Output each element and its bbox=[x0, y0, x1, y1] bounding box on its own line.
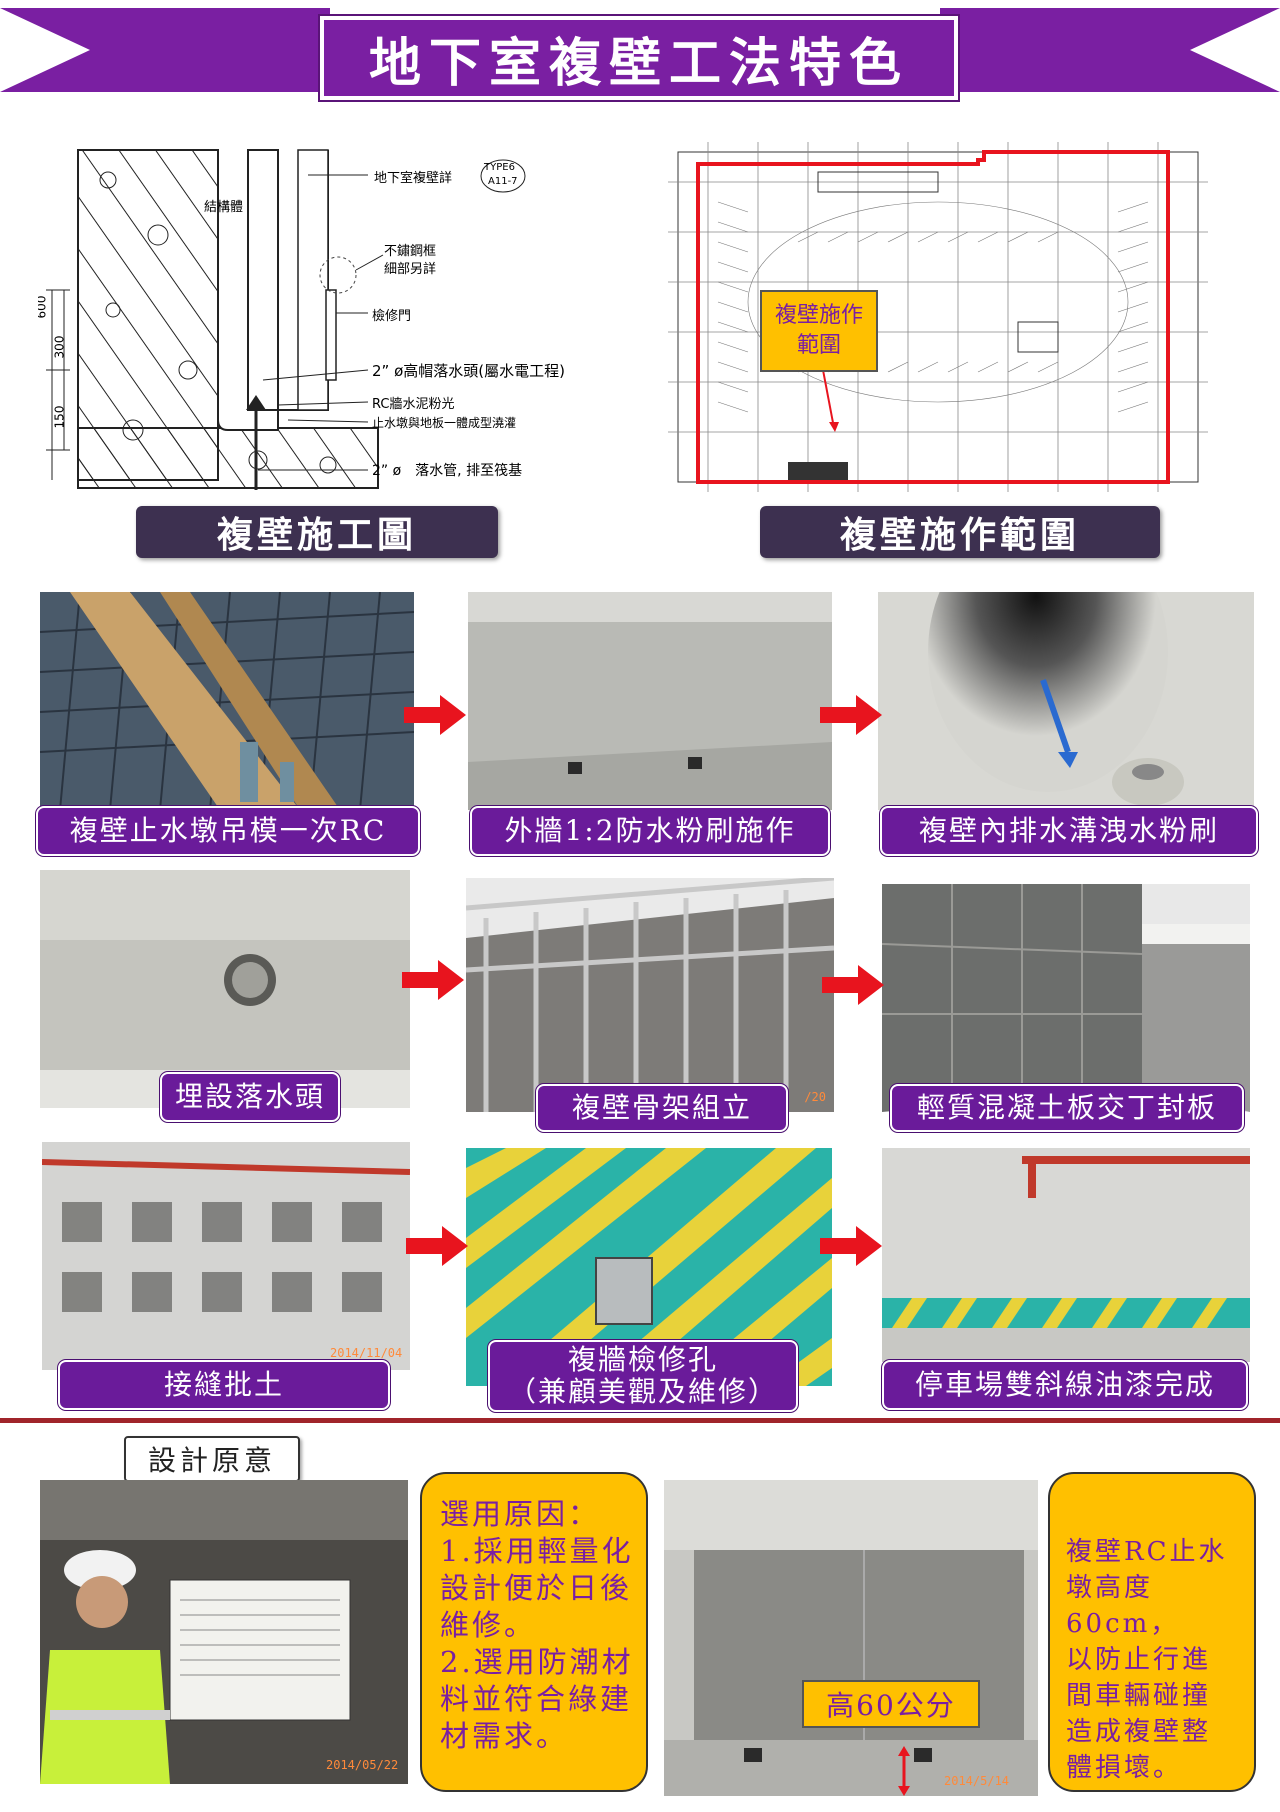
photo-step6 bbox=[882, 884, 1250, 1112]
reason-line-4: 2.選用防潮材 bbox=[440, 1645, 634, 1679]
caption-step8-line1: 複牆檢修孔 bbox=[567, 1343, 718, 1376]
reason-line-6: 材需求。 bbox=[440, 1719, 569, 1753]
caption-step5: 複壁骨架組立 bbox=[536, 1084, 788, 1132]
note-frame-detail: 細部另詳 bbox=[384, 262, 437, 277]
photo-design-wall-timestamp: 2014/5/14 bbox=[944, 1774, 1010, 1788]
note-type-ref-top: TYPE6 bbox=[484, 162, 515, 173]
note-type-ref-bottom: A11-7 bbox=[488, 176, 518, 187]
caption-step8: 複牆檢修孔 （兼顧美觀及維修） bbox=[488, 1340, 798, 1412]
caption-step6: 輕質混凝土板交丁封板 bbox=[890, 1084, 1244, 1132]
photo-step9 bbox=[882, 1148, 1250, 1362]
plan-callout-line2: 範圍 bbox=[796, 333, 841, 358]
photo-design-wall: 2014/5/14 bbox=[664, 1480, 1038, 1796]
caption-step4: 埋設落水頭 bbox=[160, 1072, 340, 1122]
reason-line-2: 設計便於日後 bbox=[440, 1571, 633, 1605]
note-curb: 止水墩與地板一體成型澆灌 bbox=[372, 416, 517, 430]
height-line-5: 體損壞。 bbox=[1066, 1753, 1183, 1783]
photo-step2 bbox=[468, 592, 832, 810]
page-title: 地下室複壁工法特色 bbox=[320, 16, 958, 100]
height-60cm-label: 高60公分 bbox=[802, 1680, 980, 1728]
arrow-step4-to-step5 bbox=[402, 960, 464, 1000]
reason-line-5: 料並符合綠建 bbox=[440, 1682, 633, 1716]
photo-step3 bbox=[878, 592, 1254, 810]
height-line-0: 複壁RC止水 bbox=[1066, 1537, 1228, 1567]
height-line-3: 間車輛碰撞 bbox=[1066, 1681, 1212, 1711]
arrow-step1-to-step2 bbox=[404, 695, 466, 735]
caption-step7: 接縫批土 bbox=[58, 1360, 390, 1410]
dim-upper: 300 bbox=[52, 335, 67, 359]
note-detail-ref: 地下室複壁詳 bbox=[374, 171, 453, 186]
caption-step2: 外牆1:2防水粉刷施作 bbox=[470, 806, 830, 856]
design-height-box: 複壁RC止水 墩高度60cm， 以防止行進 間車輛碰撞 造成複壁整 體損壞。 bbox=[1048, 1472, 1256, 1792]
caption-step1: 複壁止水墩吊模一次RC bbox=[36, 806, 420, 856]
photo-design-inspection-timestamp: 2014/05/22 bbox=[326, 1758, 399, 1772]
height-line-1: 墩高度60cm， bbox=[1066, 1573, 1180, 1639]
photo-design-inspection: 2014/05/22 bbox=[40, 1480, 408, 1784]
photo-step5: /20 bbox=[466, 878, 834, 1112]
caption-step3: 複壁內排水溝洩水粉刷 bbox=[880, 806, 1258, 856]
plan-callout-line1: 複壁施作 bbox=[774, 303, 863, 328]
plan-callout: 複壁施作 範圍 bbox=[760, 290, 878, 372]
photo-step5-timestamp: /20 bbox=[804, 1090, 826, 1104]
arrow-step7-to-step8 bbox=[406, 1226, 468, 1266]
reason-line-1: 1.採用輕量化 bbox=[440, 1534, 634, 1568]
note-drain-head: 2” ø高帽落水頭(屬水電工程) bbox=[372, 362, 565, 380]
photo-step7-timestamp: 2014/11/04 bbox=[330, 1346, 403, 1360]
plan-drawing-label: 複壁施作範圍 bbox=[760, 506, 1160, 558]
plan-drawing: 複壁施作 範圍 bbox=[648, 132, 1224, 498]
reason-line-3: 維修。 bbox=[440, 1608, 537, 1642]
caption-step9: 停車場雙斜線油漆完成 bbox=[882, 1360, 1248, 1410]
photo-step1 bbox=[40, 592, 414, 810]
height-line-4: 造成複壁整 bbox=[1066, 1717, 1212, 1747]
section-divider bbox=[0, 1418, 1280, 1423]
title-banner: 地下室複壁工法特色 bbox=[0, 0, 1280, 100]
design-reason-box: 選用原因： 1.採用輕量化 設計便於日後 維修。 2.選用防潮材 料並符合綠建 … bbox=[420, 1472, 648, 1792]
height-line-2: 以防止行進 bbox=[1066, 1645, 1212, 1675]
note-rc: RC牆水泥粉光 bbox=[372, 397, 455, 412]
design-intent-label: 設計原意 bbox=[124, 1436, 300, 1482]
reason-line-0: 選用原因： bbox=[440, 1497, 601, 1531]
dim-total: 600 bbox=[38, 295, 49, 319]
photo-step7: 2014/11/04 bbox=[42, 1142, 410, 1370]
arrow-step2-to-step3 bbox=[820, 695, 882, 735]
note-structure: 結構體 bbox=[204, 200, 244, 215]
banner-ribbon-graphic bbox=[0, 8, 1280, 92]
note-pipe: 2” ø 落水管, 排至筏基 bbox=[372, 463, 523, 479]
section-drawing-label: 複壁施工圖 bbox=[136, 506, 498, 558]
arrow-step8-to-step9 bbox=[820, 1226, 882, 1266]
note-door: 檢修門 bbox=[372, 309, 412, 324]
arrow-step5-to-step6 bbox=[822, 965, 884, 1005]
section-drawing: 結構體 地下室複壁詳 TYPE6 A11-7 不鏽鋼框 細部另詳 檢修門 2” … bbox=[38, 140, 614, 506]
photo-step8 bbox=[466, 1148, 832, 1386]
note-frame: 不鏽鋼框 bbox=[384, 244, 437, 259]
dim-lower: 150 bbox=[52, 405, 67, 429]
caption-step8-line2: （兼顧美觀及維修） bbox=[507, 1375, 778, 1408]
